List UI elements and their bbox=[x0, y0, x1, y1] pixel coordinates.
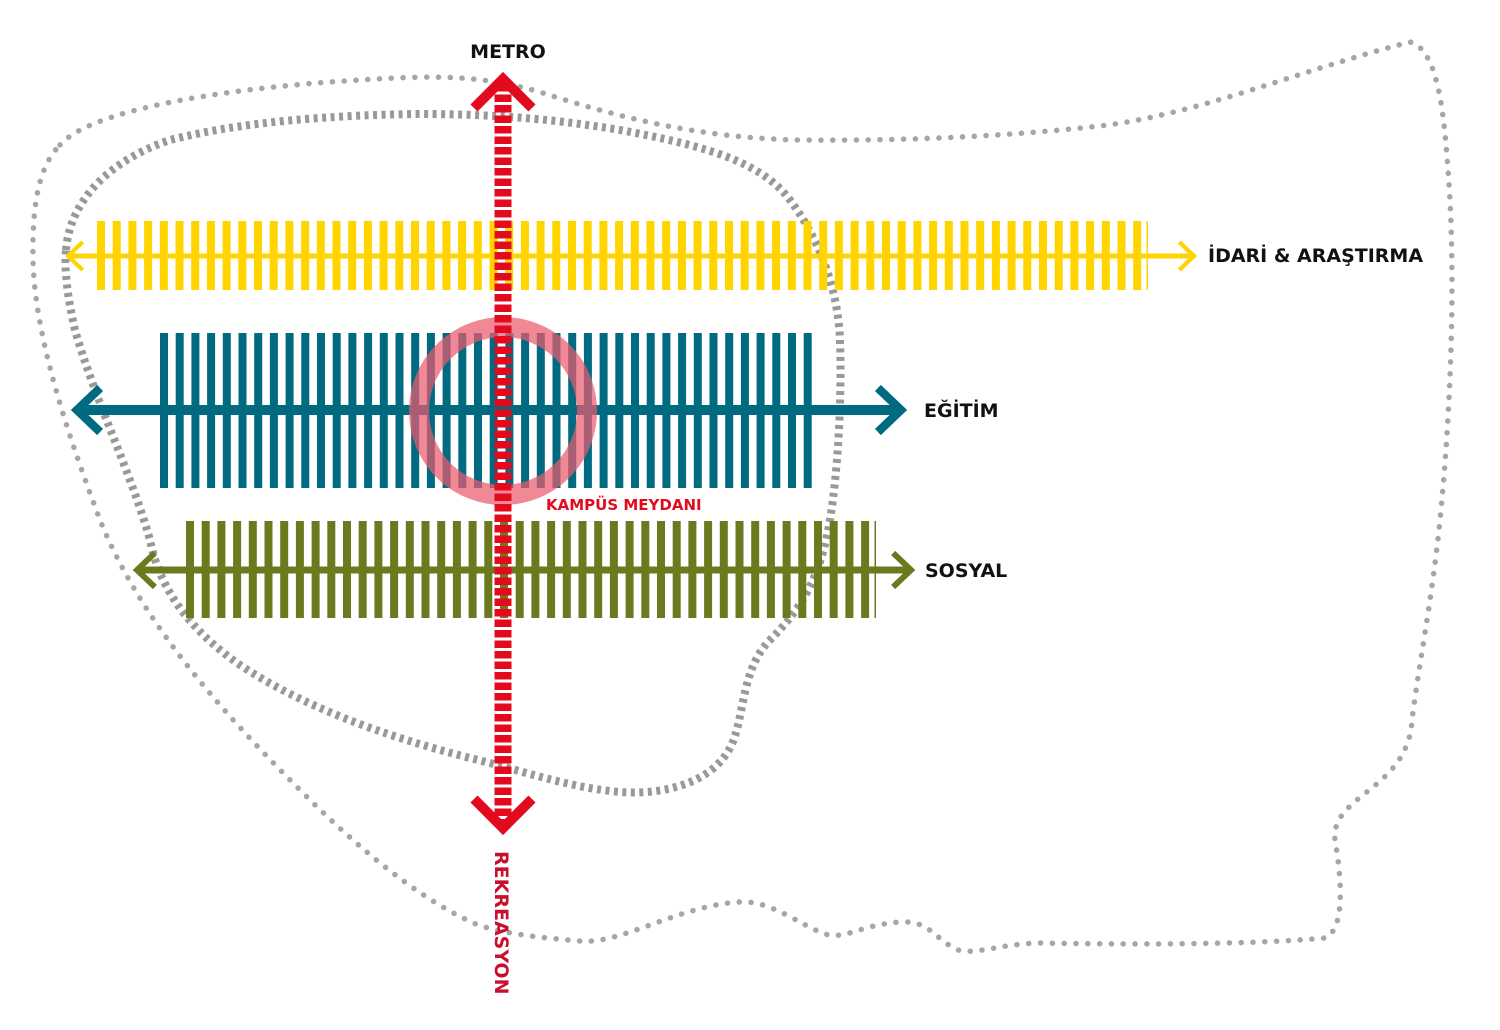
arrow-right-icon bbox=[874, 384, 908, 436]
rekreasyon-label: REKREASYON bbox=[490, 851, 512, 994]
arrow-right-icon bbox=[1177, 240, 1198, 272]
egitim-label: EĞİTİM bbox=[924, 398, 999, 422]
band-idari bbox=[64, 221, 1198, 290]
arrow-left-icon bbox=[70, 384, 104, 436]
band-sosyal bbox=[132, 521, 916, 618]
band-egitim bbox=[70, 333, 908, 488]
idari-arastirma-label: İDARİ & ARAŞTIRMA bbox=[1208, 243, 1423, 267]
metro-label: METRO bbox=[470, 41, 546, 63]
metro-rekreasyon-axis bbox=[470, 71, 536, 836]
metro-arrow-head-icon bbox=[470, 71, 536, 112]
arrow-left-icon bbox=[64, 240, 85, 272]
outer-site-boundary bbox=[30, 39, 1455, 955]
arrow-right-icon bbox=[891, 550, 916, 590]
rekreasyon-arrow-head-icon bbox=[470, 795, 536, 836]
inner-campus-boundary bbox=[61, 109, 845, 797]
arrow-left-icon bbox=[132, 550, 157, 590]
program-bands bbox=[64, 221, 1198, 618]
sosyal-label: SOSYAL bbox=[925, 560, 1007, 582]
kampus-meydani-label: KAMPÜS MEYDANI bbox=[546, 495, 702, 514]
